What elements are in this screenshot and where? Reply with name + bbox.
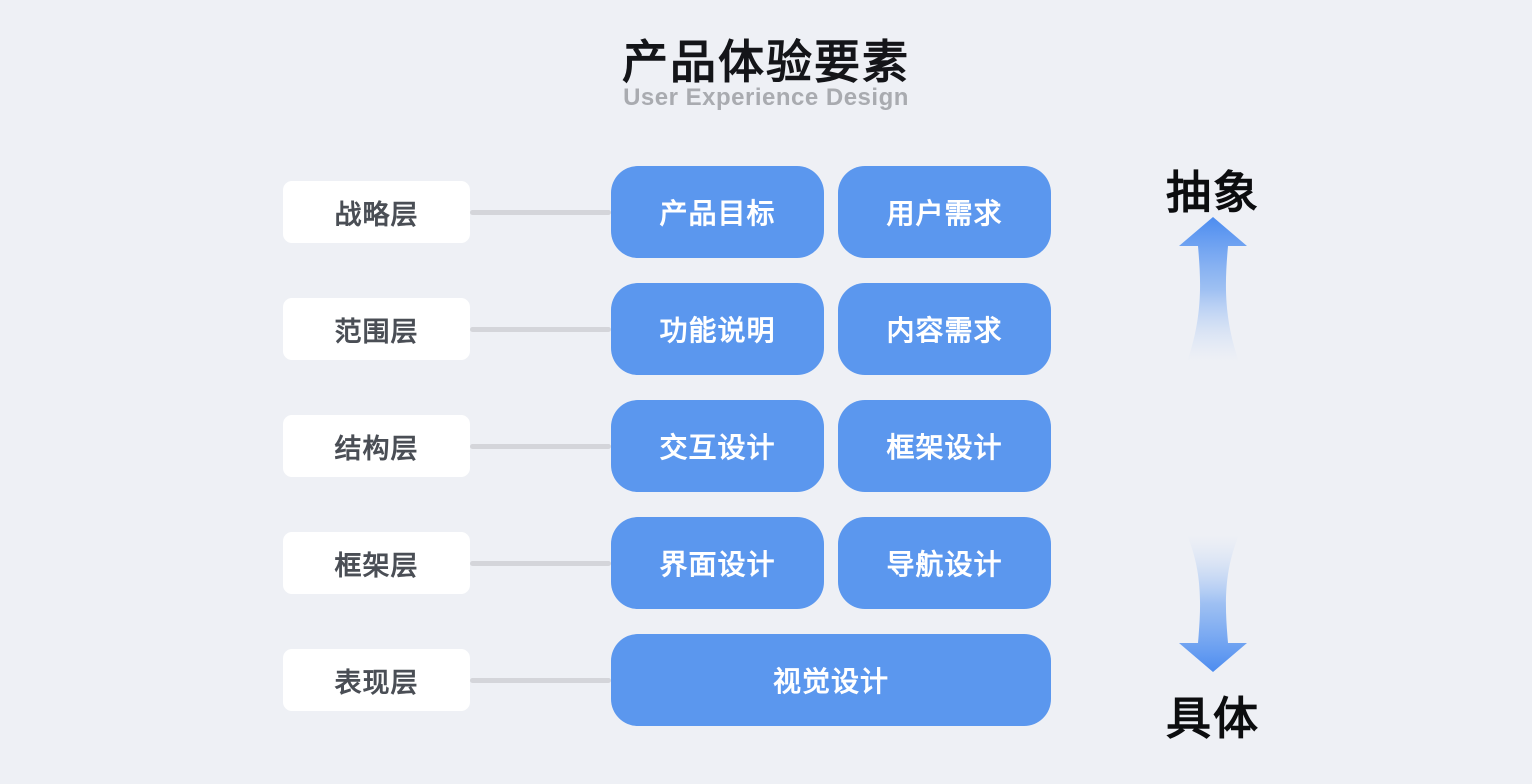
layer-item: 导航设计 [838, 517, 1051, 609]
layer-items: 视觉设计 [611, 634, 1051, 726]
layer-items: 功能说明 内容需求 [611, 283, 1051, 375]
layer-rows: 战略层 产品目标 用户需求 范围层 功能说明 内容需求 结构层 交互设计 框架设… [283, 166, 1051, 751]
connector-line [470, 209, 611, 215]
axis-label-concrete: 具体 [1165, 693, 1260, 744]
layer-item: 框架设计 [838, 400, 1051, 492]
connector-line [470, 443, 611, 449]
layer-item: 产品目标 [611, 166, 824, 258]
layer-item: 内容需求 [838, 283, 1051, 375]
axis-label-abstract: 抽象 [1165, 167, 1260, 218]
layer-row-surface: 表现层 视觉设计 [283, 634, 1051, 726]
layer-items: 交互设计 框架设计 [611, 400, 1051, 492]
layer-label: 战略层 [283, 181, 470, 243]
connector-line [470, 560, 611, 566]
layer-item: 视觉设计 [611, 634, 1051, 726]
layer-item: 界面设计 [611, 517, 824, 609]
page-title: 产品体验要素 [622, 36, 910, 88]
layer-label: 结构层 [283, 415, 470, 477]
layer-row-strategy: 战略层 产品目标 用户需求 [283, 166, 1051, 258]
layer-row-scope: 范围层 功能说明 内容需求 [283, 283, 1051, 375]
connector-line [470, 326, 611, 332]
layer-label: 框架层 [283, 532, 470, 594]
layer-item: 用户需求 [838, 166, 1051, 258]
up-arrow-icon [1179, 217, 1247, 362]
layer-item: 交互设计 [611, 400, 824, 492]
connector-line [470, 677, 611, 683]
page-subtitle: User Experience Design [623, 84, 909, 111]
layer-label: 范围层 [283, 298, 470, 360]
layer-items: 界面设计 导航设计 [611, 517, 1051, 609]
layer-label: 表现层 [283, 649, 470, 711]
layer-item: 功能说明 [611, 283, 824, 375]
down-arrow-icon [1179, 535, 1247, 672]
layer-row-structure: 结构层 交互设计 框架设计 [283, 400, 1051, 492]
layer-items: 产品目标 用户需求 [611, 166, 1051, 258]
layer-row-skeleton: 框架层 界面设计 导航设计 [283, 517, 1051, 609]
